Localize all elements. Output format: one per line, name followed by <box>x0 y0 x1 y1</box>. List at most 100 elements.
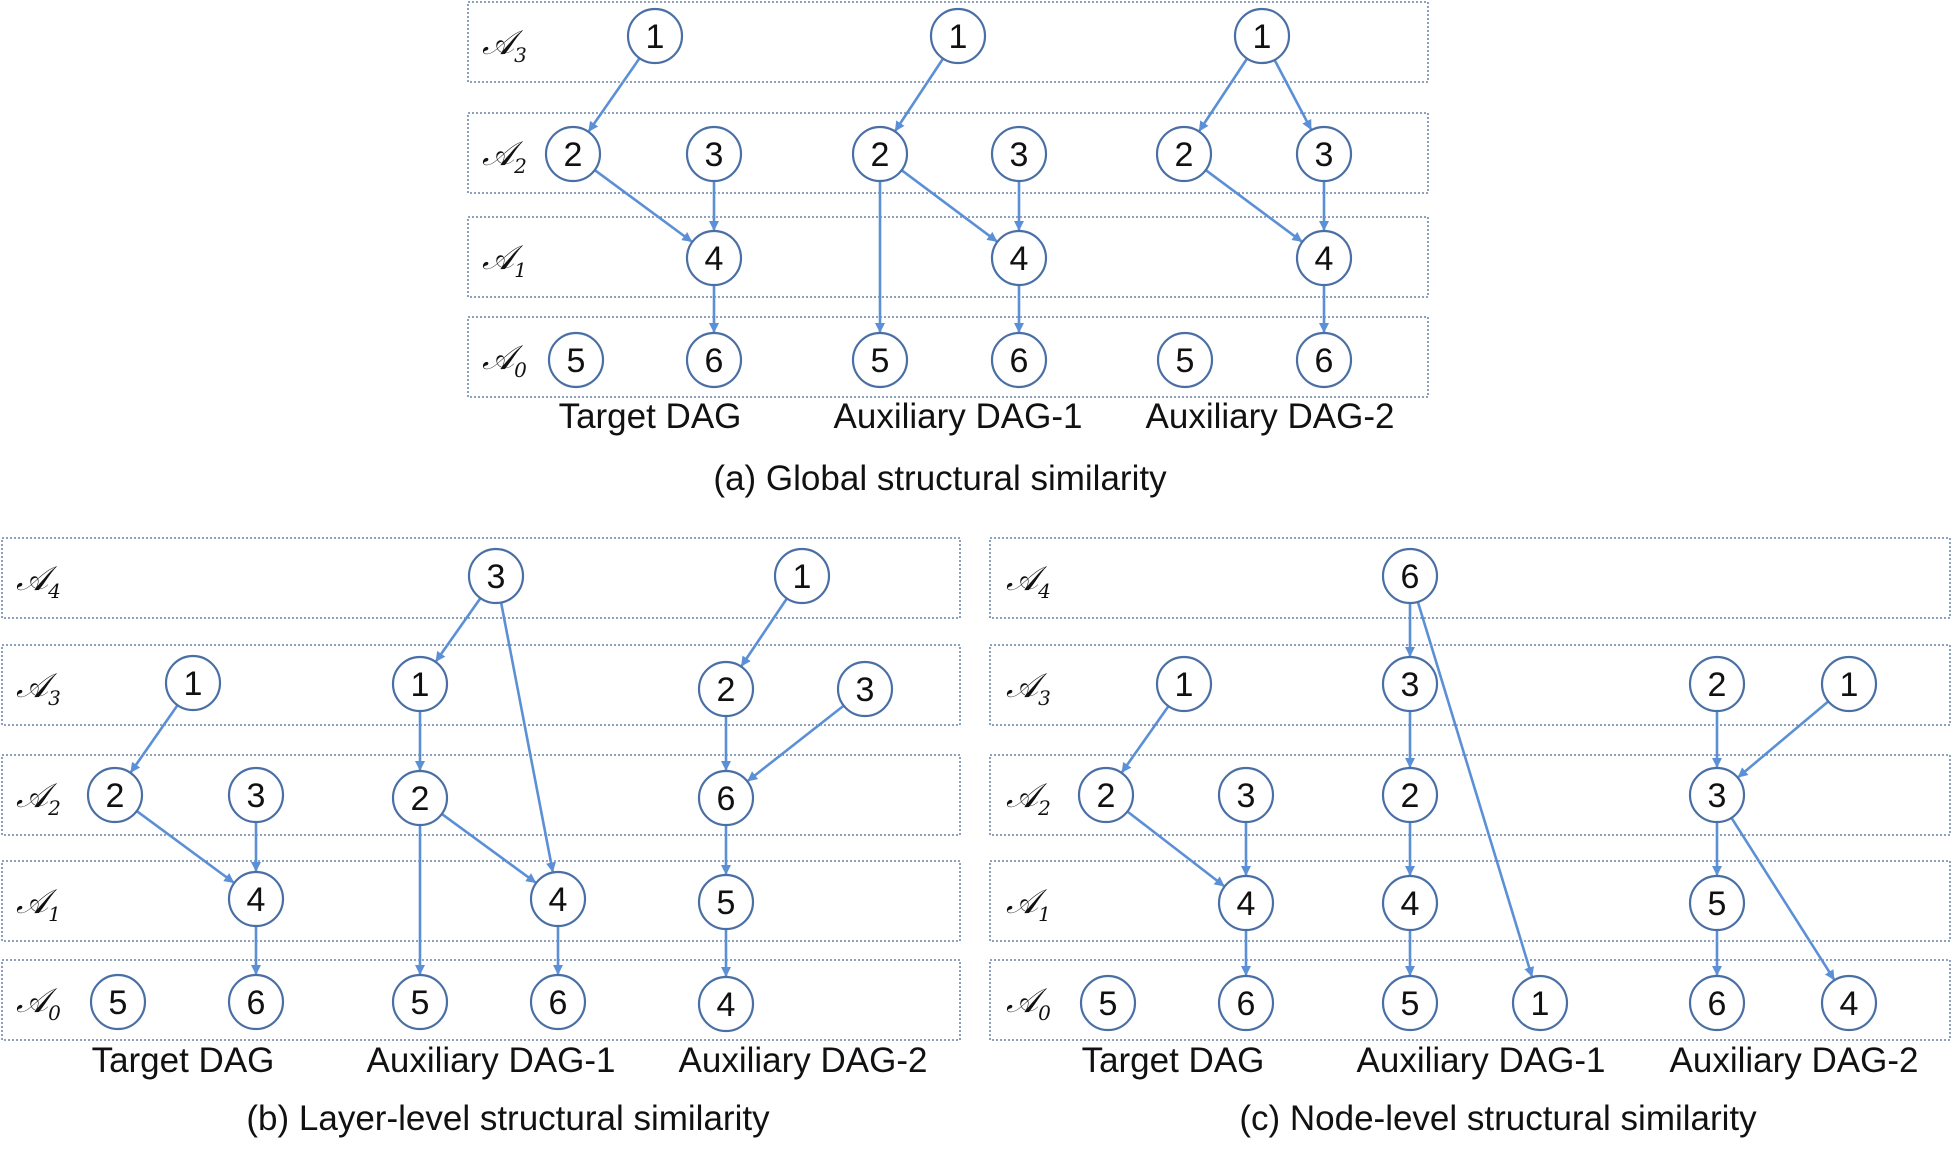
dag-label: Auxiliary DAG-1 <box>834 397 1083 436</box>
node-circle <box>1217 874 1275 932</box>
node-circle <box>773 547 831 605</box>
dag-node: 1 <box>1155 655 1213 713</box>
layer-band <box>1 754 961 836</box>
node-label: 3 <box>1708 777 1727 815</box>
node-circle <box>1511 974 1569 1032</box>
dag-node: 4 <box>529 870 587 928</box>
dag-node: 6 <box>1381 547 1439 605</box>
dag-label: Auxiliary DAG-2 <box>679 1041 928 1080</box>
node-label: 3 <box>1237 777 1256 815</box>
node-circle <box>929 7 987 65</box>
node-circle <box>685 229 743 287</box>
node-circle <box>1381 974 1439 1032</box>
dag-node: 2 <box>697 660 755 718</box>
dag-label: Auxiliary DAG-1 <box>1357 1041 1606 1080</box>
node-circle <box>697 660 755 718</box>
node-label: 2 <box>871 136 890 174</box>
dag-node: 2 <box>391 769 449 827</box>
node-circle <box>1217 974 1275 1032</box>
dag-label: Auxiliary DAG-2 <box>1146 397 1395 436</box>
node-circle <box>1295 125 1353 183</box>
node-circle <box>1381 547 1439 605</box>
node-circle <box>1155 125 1213 183</box>
dag-node: 6 <box>697 769 755 827</box>
node-label: 1 <box>1175 666 1194 704</box>
layer-band <box>467 316 1429 398</box>
edge-arrow <box>900 169 998 243</box>
dag-node: 2 <box>851 125 909 183</box>
dag-label: Target DAG <box>1082 1041 1265 1080</box>
node-label: 6 <box>717 780 736 818</box>
node-circle <box>697 873 755 931</box>
dag-node: 2 <box>1155 125 1213 183</box>
node-label: 1 <box>793 558 812 596</box>
node-label: 3 <box>247 777 266 815</box>
layer-subscript: 2 <box>1037 796 1051 820</box>
dag-node: 3 <box>227 766 285 824</box>
dag-node: 6 <box>1295 331 1353 389</box>
layer-subscript: 1 <box>1038 902 1051 926</box>
node-label: 4 <box>1840 985 1859 1023</box>
node-circle <box>547 331 605 389</box>
node-circle <box>227 870 285 928</box>
node-circle <box>391 655 449 713</box>
dag-label: Target DAG <box>92 1041 275 1080</box>
dag-label: Target DAG <box>559 397 742 436</box>
dag-node: 3 <box>1688 766 1746 824</box>
node-circle <box>851 331 909 389</box>
dag-node: 1 <box>626 7 684 65</box>
node-circle <box>1217 766 1275 824</box>
node-label: 2 <box>1401 777 1420 815</box>
node-label: 4 <box>1401 885 1420 923</box>
node-label: 5 <box>717 884 736 922</box>
node-label: 2 <box>717 671 736 709</box>
edge-arrow <box>1121 705 1170 773</box>
layer-subscript: 3 <box>48 686 61 710</box>
node-label: 3 <box>1401 666 1420 704</box>
node-label: 1 <box>411 666 430 704</box>
node-circle <box>697 975 755 1033</box>
node-label: 2 <box>1097 777 1116 815</box>
node-circle <box>1381 766 1439 824</box>
dag-node: 6 <box>227 973 285 1031</box>
edge-arrow <box>1126 810 1225 887</box>
dag-node: 5 <box>391 973 449 1031</box>
layer-subscript: 0 <box>48 1001 61 1025</box>
layer-subscript: 0 <box>1038 1001 1051 1025</box>
dag-node: 4 <box>697 975 755 1033</box>
edge-arrow <box>740 597 789 667</box>
dag-node: 1 <box>929 7 987 65</box>
dag-node: 2 <box>1688 655 1746 713</box>
dag-node: 2 <box>86 766 144 824</box>
edge-arrow <box>135 809 235 884</box>
dag-node: 5 <box>1688 874 1746 932</box>
layer-band <box>1 860 961 942</box>
node-label: 5 <box>1708 885 1727 923</box>
dag-node: 5 <box>89 973 147 1031</box>
node-circle <box>626 7 684 65</box>
dag-label: Auxiliary DAG-2 <box>1670 1041 1919 1080</box>
node-label: 5 <box>109 984 128 1022</box>
dag-label: Auxiliary DAG-1 <box>367 1041 616 1080</box>
layer-subscript: 4 <box>47 579 61 603</box>
layer-subscript: 1 <box>48 902 61 926</box>
node-circle <box>685 331 743 389</box>
dag-node: 4 <box>685 229 743 287</box>
dag-node: 3 <box>836 660 894 718</box>
layer-band <box>1 959 961 1041</box>
node-label: 1 <box>646 18 665 56</box>
dag-node: 4 <box>1295 229 1353 287</box>
node-circle <box>1295 229 1353 287</box>
layer-subscript: 3 <box>514 43 527 67</box>
layer-band <box>989 644 1951 726</box>
dag-node: 5 <box>697 873 755 931</box>
node-circle <box>990 125 1048 183</box>
panel-caption: (b) Layer-level structural similarity <box>246 1099 770 1138</box>
edge-arrow <box>129 704 179 773</box>
node-circle <box>544 125 602 183</box>
node-circle <box>1381 655 1439 713</box>
dag-node: 4 <box>227 870 285 928</box>
node-label: 6 <box>1708 985 1727 1023</box>
